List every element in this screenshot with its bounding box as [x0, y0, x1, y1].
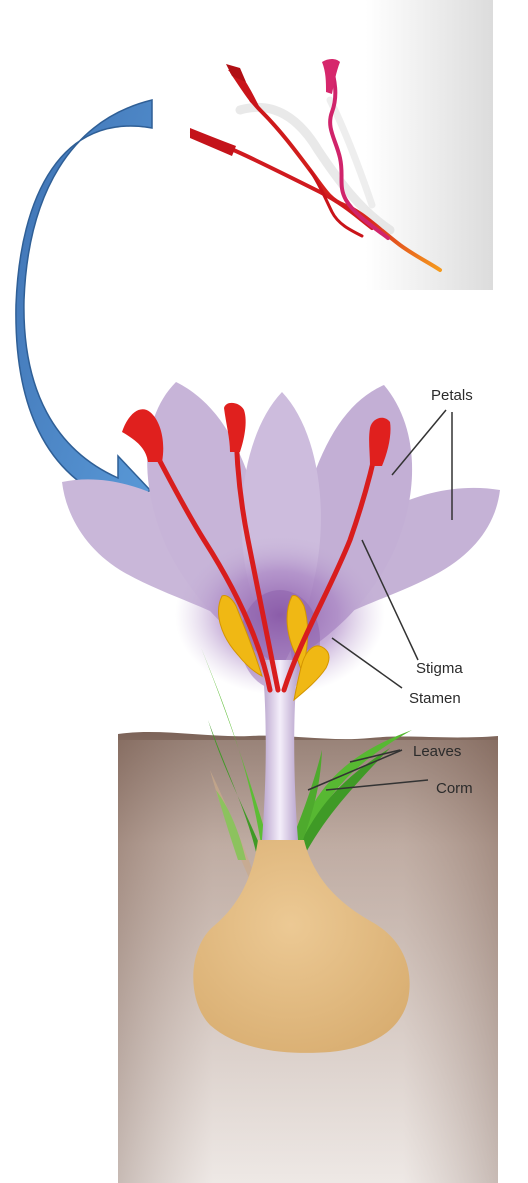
labels: Petals Stigma Stamen Leaves Corm	[409, 387, 473, 797]
label-stigma: Stigma	[416, 660, 463, 677]
saffron-threads-photo	[175, 0, 493, 290]
curved-arrow-icon	[16, 100, 152, 525]
label-stamen: Stamen	[409, 690, 461, 707]
label-leaves: Leaves	[413, 743, 461, 760]
label-corm: Corm	[436, 780, 473, 797]
label-petals: Petals	[431, 387, 473, 404]
